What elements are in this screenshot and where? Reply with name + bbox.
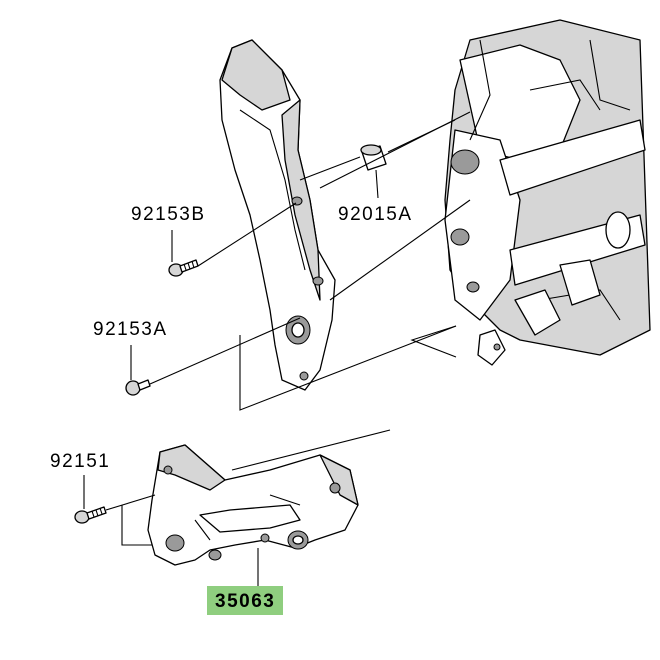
bolt-92153b: [168, 230, 199, 277]
motorcycle-frame: [444, 19, 651, 366]
part-number-92153b: 92153B: [131, 204, 206, 225]
part-number-92151: 92151: [50, 451, 111, 472]
part-number-92015a: 92015A: [338, 204, 413, 225]
bolt-92151: [74, 475, 107, 524]
part-number-92153a: 92153A: [93, 319, 168, 340]
spacer-92015a: [360, 144, 387, 199]
leader-lines: [105, 111, 471, 546]
bracket-35063: [147, 444, 359, 586]
bolt-92153a: [125, 345, 151, 396]
part-number-35063[interactable]: 35063: [207, 586, 284, 615]
